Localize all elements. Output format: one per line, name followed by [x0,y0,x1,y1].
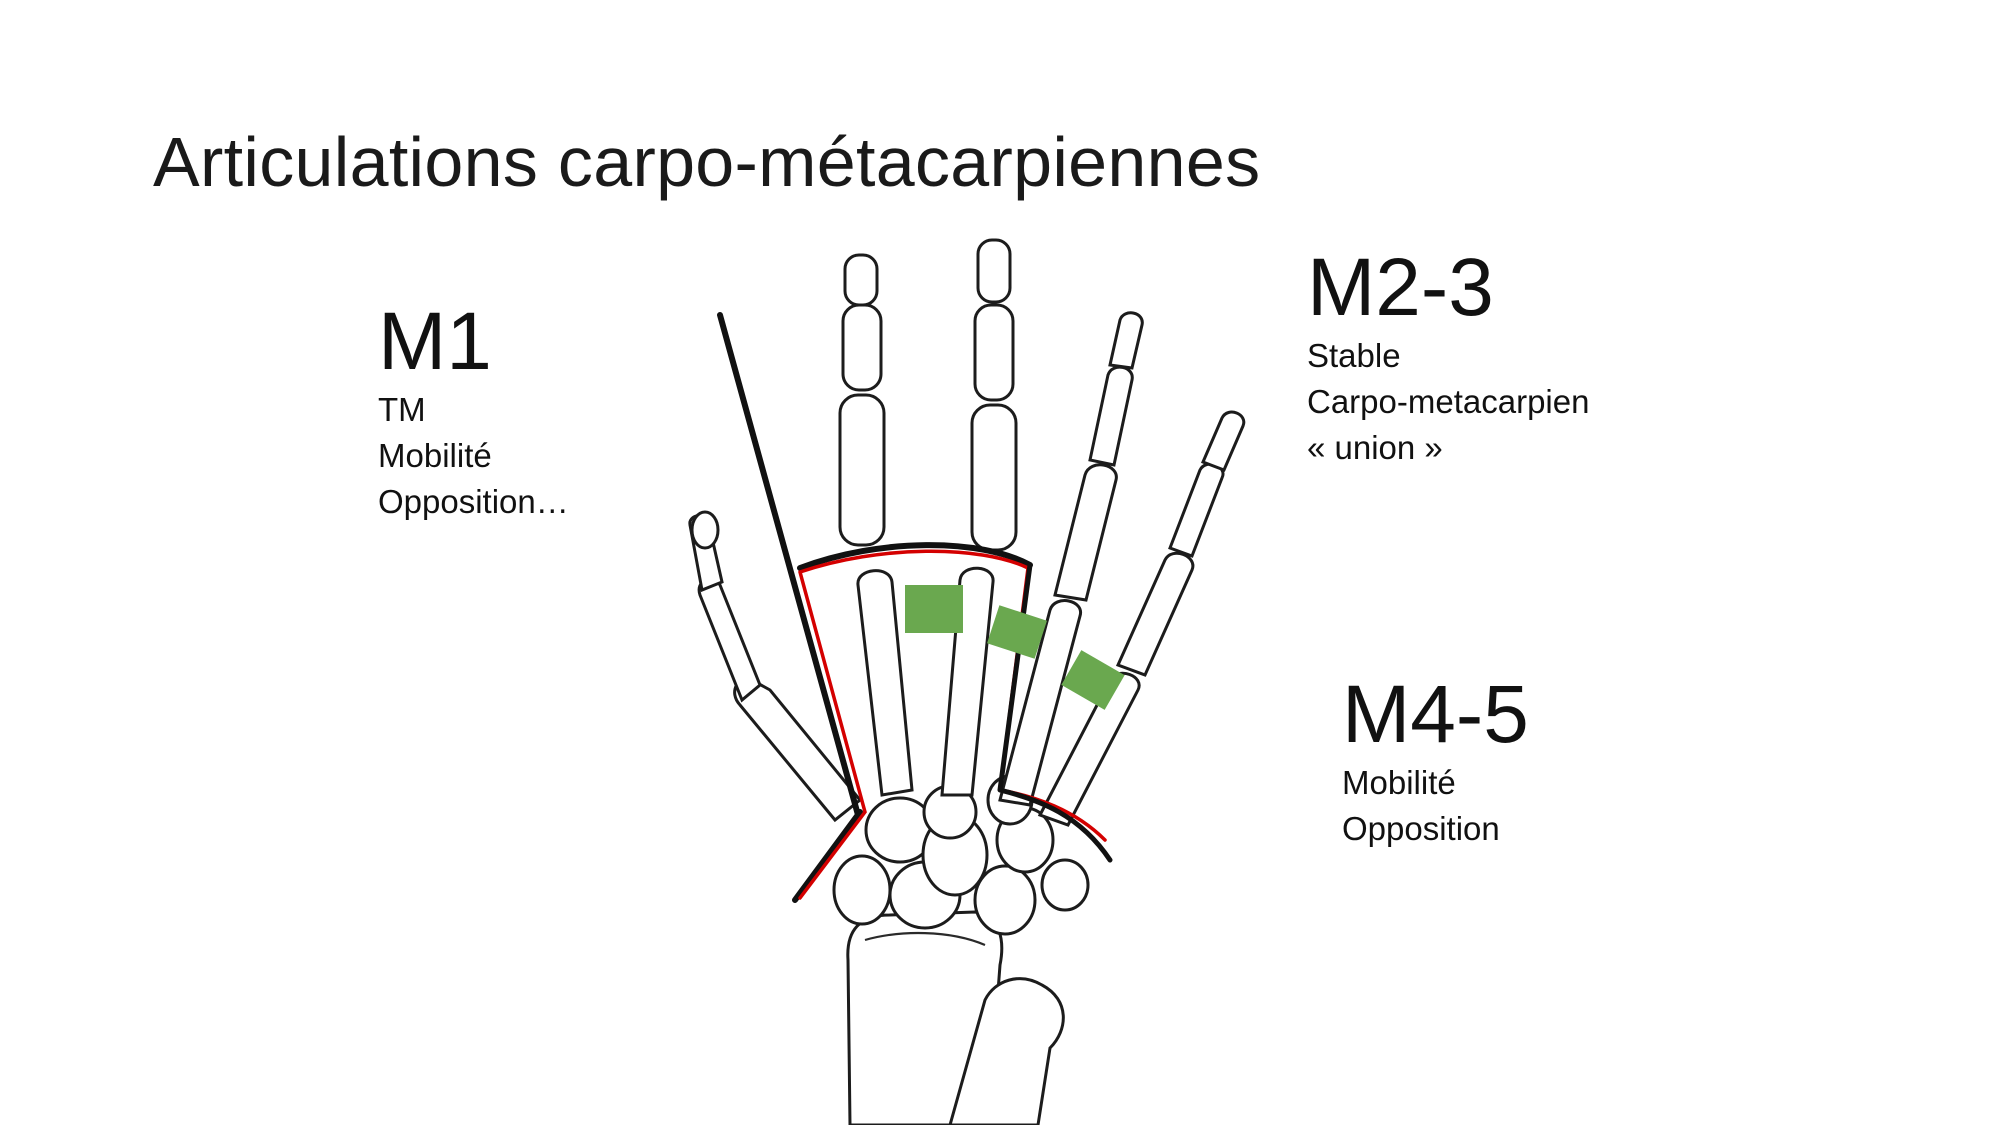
joint-marker-m2-3 [905,585,963,633]
little-finger-bones [1037,410,1246,827]
label-block-m4-5: M4-5 Mobilité Opposition [1342,670,1529,852]
radial-border-black-line [717,312,1033,903]
little-middle-phalanx [1168,462,1225,558]
ring-distal-phalanx [1108,311,1144,370]
m2-3-line-stable: Stable [1307,337,1401,374]
thumb-proximal-phalanx [697,578,762,703]
index-finger-bones [838,253,914,797]
triquetrum-bone [973,864,1037,936]
little-proximal-phalanx [1115,551,1195,677]
m4-5-line-mobilite: Mobilité [1342,764,1456,801]
middle-distal-phalanx [976,238,1012,304]
joint-marker-m4-5 [1061,650,1125,710]
m1-line-tm: TM [378,391,426,428]
ulnar-border-black-line [997,562,1113,863]
slide-title: Articulations carpo-métacarpiennes [153,123,1261,201]
index-middle-phalanx [841,303,883,392]
scaphoid-bone [832,854,892,926]
label-block-m1: M1 TM Mobilité Opposition… [378,297,569,525]
ring-finger-bones [998,311,1144,807]
ulna-bone [948,977,1065,1125]
carpal-bones [832,774,1090,936]
m4-5-line-opposition: Opposition [1342,810,1500,847]
m2-3-line-union: « union » [1307,429,1443,466]
index-proximal-phalanx [838,393,886,547]
radius-bone [846,910,1004,1125]
m1-line-mobilite: Mobilité [378,437,492,474]
thumb-bones [688,510,863,823]
middle-metacarpal [940,566,995,797]
forearm-bones [846,910,1065,1125]
ring-metacarpal [998,599,1082,807]
cmc-region-red-outline [798,549,1107,900]
index-distal-phalanx [843,253,879,307]
pisiform-bone [1040,858,1090,912]
m2-3-line-carpo: Carpo-metacarpien [1307,383,1590,420]
middle-middle-phalanx [973,303,1015,402]
joint-markers [905,585,1125,710]
label-block-m2-3: M2-3 Stable Carpo-metacarpien « union » [1307,243,1589,471]
m2-3-heading: M2-3 [1307,242,1494,333]
m1-heading: M1 [378,296,492,387]
joint-marker-m3-4 [987,605,1047,659]
little-distal-phalanx [1201,410,1246,472]
middle-finger-bones [940,238,1018,797]
index-metacarpal [856,569,914,797]
middle-proximal-phalanx [970,403,1018,552]
ring-middle-phalanx [1088,365,1134,467]
m1-line-opposition: Opposition… [378,483,569,520]
thumb-tip [690,510,720,550]
ring-proximal-phalanx [1053,463,1118,602]
m4-5-heading: M4-5 [1342,669,1529,760]
